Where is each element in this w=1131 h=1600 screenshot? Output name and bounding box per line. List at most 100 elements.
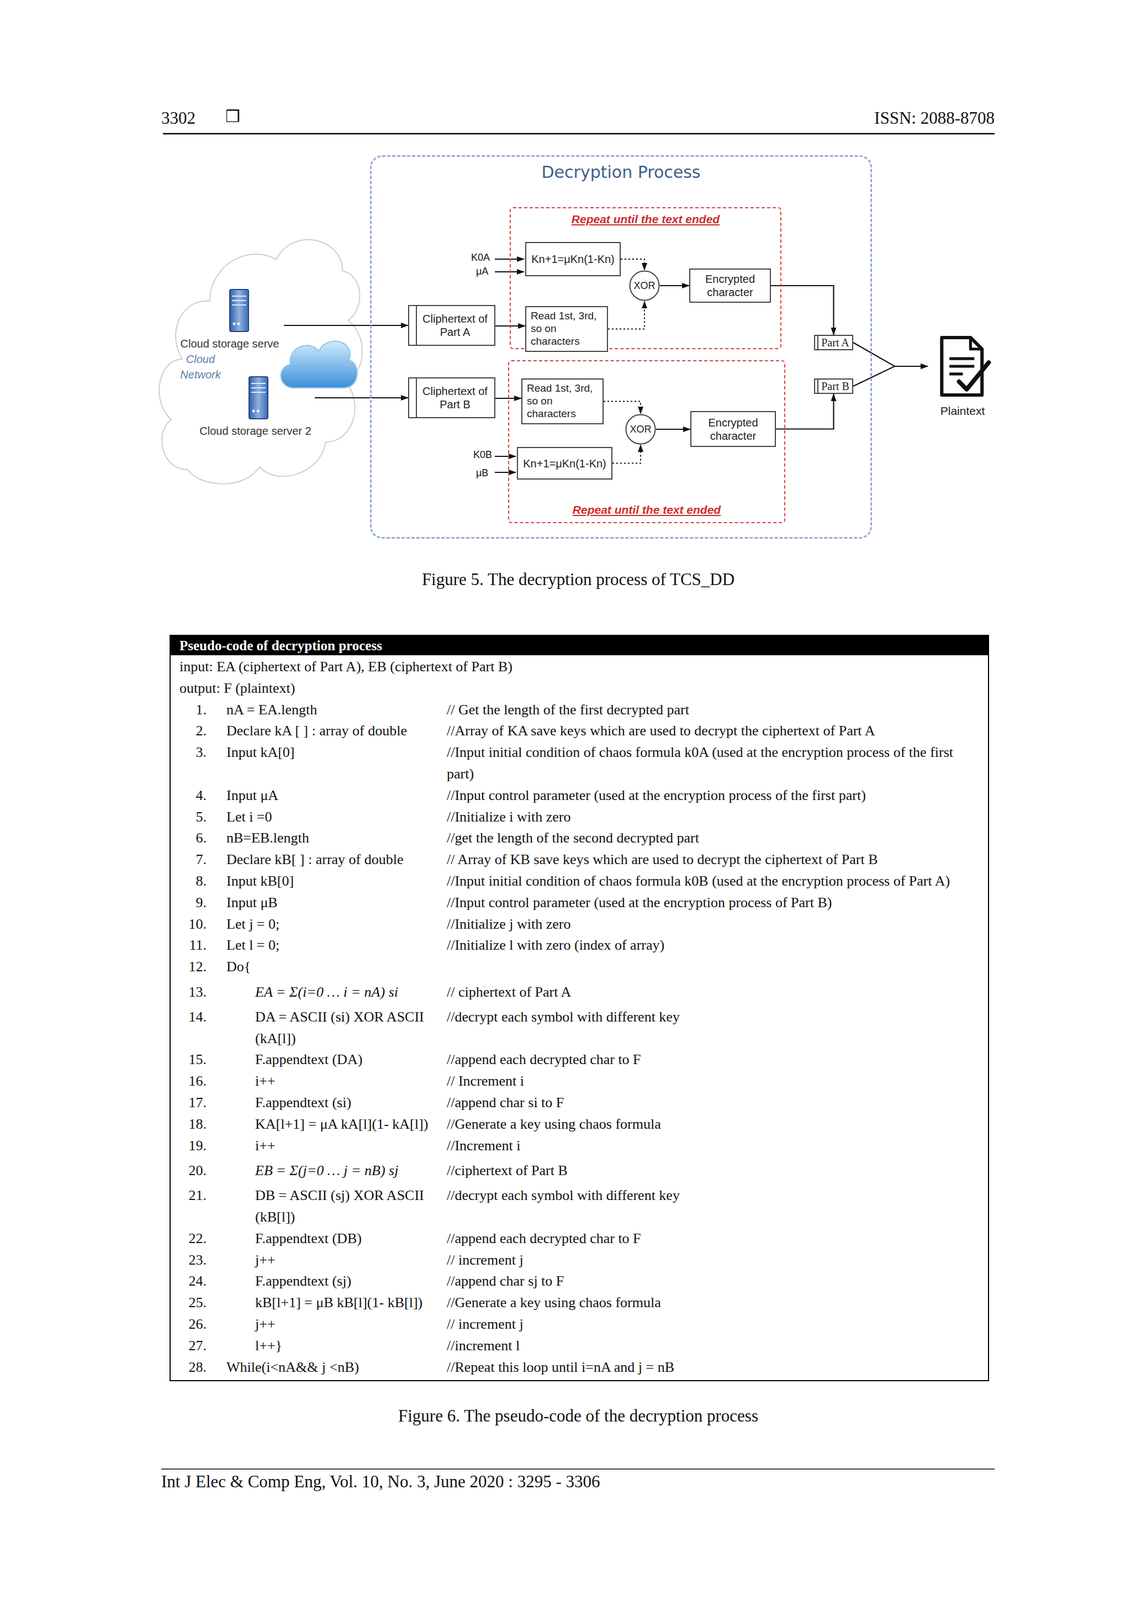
- loop-region: Repeat until the text endedRead 1st, 3rd…: [508, 360, 786, 523]
- code-text: F.appendtext (sj): [212, 1270, 447, 1292]
- code-comment: //append char si to F: [446, 1091, 988, 1114]
- code-row: 28.While(i<nA&& j <nB)//Repeat this loop…: [170, 1356, 988, 1378]
- code-text: Do{: [212, 955, 447, 978]
- plaintext-node: Plaintext: [927, 333, 998, 422]
- code-row: 7.Declare kB[ ] : array of double// Arra…: [170, 848, 988, 871]
- parameter-input: μA: [476, 265, 489, 278]
- dotted-connector: [620, 259, 645, 271]
- line-number: 24.: [170, 1270, 213, 1292]
- line-number: 26.: [170, 1313, 213, 1335]
- code-comment: //Increment i: [446, 1134, 988, 1157]
- input-arrow: [494, 455, 516, 457]
- loop-region: Repeat until the text endedKn+1=μKn(1-Kn…: [509, 207, 782, 350]
- line-number: 28.: [170, 1356, 213, 1378]
- code-text: F.appendtext (si): [212, 1091, 447, 1114]
- code-text: j++: [212, 1249, 447, 1271]
- code-row: 23.j++// increment j: [170, 1249, 988, 1271]
- cloud-server: Cloud storage serve: [175, 286, 284, 352]
- page-number: 3302: [161, 108, 196, 129]
- code-comment: //Input initial condition of chaos formu…: [446, 741, 988, 785]
- code-comment: //Generate a key using chaos formula: [446, 1291, 988, 1314]
- code-comment: //decrypt each symbol with different key: [446, 1006, 988, 1050]
- region-title: Decryption Process: [371, 162, 871, 182]
- code-comment: //Initialize j with zero: [446, 913, 988, 935]
- process-region: Decryption ProcessRepeat until the text …: [370, 155, 872, 539]
- line-number: 6.: [170, 827, 213, 849]
- ciphertext-box: Cliphertext of Part B: [408, 377, 496, 419]
- code-text: nA = EA.length: [212, 699, 447, 721]
- pseudo-code-table: Pseudo-code of decryption processinput: …: [169, 634, 990, 1381]
- server-label: Cloud storage serve: [180, 337, 280, 351]
- figure-caption: Figure 5. The decryption process of TCS_…: [246, 569, 910, 590]
- code-comment: //append each decrypted char to F: [446, 1227, 988, 1250]
- box-text: Part A: [821, 336, 850, 348]
- ciphertext-box: Cliphertext of Part A: [408, 304, 496, 346]
- io-line: output: F (plaintext): [170, 677, 988, 700]
- code-row: 20.EB = Σ(j=0 … j = nB) sj//ciphertext o…: [170, 1155, 988, 1185]
- code-row: 11.Let l = 0;//Initialize l with zero (i…: [170, 934, 988, 956]
- code-text: KA[l+1] = μA kA[l](1- kA[l]): [212, 1113, 447, 1135]
- cloud-server: Cloud storage server 2: [196, 373, 315, 439]
- line-number: 1.: [170, 699, 213, 721]
- code-row: 1.nA = EA.length// Get the length of the…: [170, 699, 988, 721]
- code-comment: //ciphertext of Part B: [446, 1159, 988, 1182]
- read-box: Read 1st, 3rd, so on characters: [521, 378, 604, 425]
- code-text: j++: [212, 1313, 447, 1335]
- chaos-key-box: Kn+1=μKn(1-Kn): [525, 241, 621, 277]
- line-number: 5.: [170, 806, 213, 828]
- line-number: 13.: [170, 981, 213, 1003]
- header-symbol: ❒: [225, 106, 241, 126]
- line-number: 14.: [170, 1006, 213, 1050]
- code-row: 5.Let i =0//Initialize i with zero: [170, 806, 988, 828]
- plaintext-label: Plaintext: [940, 404, 986, 418]
- code-comment: //Input control parameter (used at the e…: [446, 891, 988, 914]
- box-text: Kn+1=μKn(1-Kn): [531, 252, 615, 266]
- xor-circle: XOR: [629, 270, 660, 301]
- code-text: Input kA[0]: [212, 741, 447, 785]
- code-comment: // Get the length of the first decrypted…: [446, 699, 988, 721]
- dotted-connector: [612, 444, 641, 464]
- box-text: Part B: [821, 380, 850, 392]
- code-text: Input μA: [212, 784, 447, 807]
- code-row: 13.EA = Σ(i=0 … i = nA) si// ciphertext …: [170, 977, 988, 1007]
- code-text: Declare kB[ ] : array of double: [212, 848, 447, 871]
- code-text: l++}: [212, 1334, 447, 1357]
- box-text: Cliphertext of Part A: [420, 312, 490, 339]
- header-rule: [162, 133, 995, 135]
- line-number: 3.: [170, 741, 213, 785]
- code-comment: //Initialize l with zero (index of array…: [446, 934, 988, 956]
- code-text: Let l = 0;: [212, 934, 447, 956]
- line-number: 4.: [170, 784, 213, 807]
- code-row: 19.i++//Increment i: [170, 1134, 988, 1157]
- line-number: 15.: [170, 1048, 213, 1071]
- code-row: 27.l++}//increment l: [170, 1334, 988, 1357]
- connector: [314, 397, 409, 399]
- double-line: [817, 335, 819, 350]
- xor-circle: XOR: [625, 413, 657, 445]
- code-row: 17.F.appendtext (si)//append char si to …: [170, 1091, 988, 1114]
- line-number: 25.: [170, 1291, 213, 1314]
- network-label: Cloud Network: [175, 351, 226, 383]
- parameter-input: μB: [476, 467, 489, 479]
- code-text: While(i<nA&& j <nB): [212, 1356, 447, 1378]
- code-text: Input μB: [212, 891, 447, 914]
- code-comment: // increment j: [446, 1249, 988, 1271]
- encrypted-box: Encrypted character: [689, 268, 771, 303]
- code-comment: // Increment i: [446, 1070, 988, 1092]
- line-number: 19.: [170, 1134, 213, 1157]
- key-input: K0A: [471, 251, 490, 264]
- box-text: Encrypted character: [695, 415, 771, 443]
- line-number: 17.: [170, 1091, 213, 1114]
- server-icon: [228, 288, 250, 333]
- code-row: 6.nB=EB.length//get the length of the se…: [170, 827, 988, 849]
- document-icon: [933, 333, 992, 399]
- issn: ISSN: 2088-8708: [874, 108, 995, 129]
- dotted-connector: [603, 401, 641, 415]
- code-row: 14.DA = ASCII (si) XOR ASCII (kA[l])//de…: [170, 1006, 988, 1050]
- line-number: 10.: [170, 913, 213, 935]
- connector: [283, 324, 409, 326]
- double-line: [817, 379, 819, 393]
- line-number: 9.: [170, 891, 213, 914]
- code-text: Let j = 0;: [212, 913, 447, 935]
- code-text: Let i =0: [212, 806, 447, 828]
